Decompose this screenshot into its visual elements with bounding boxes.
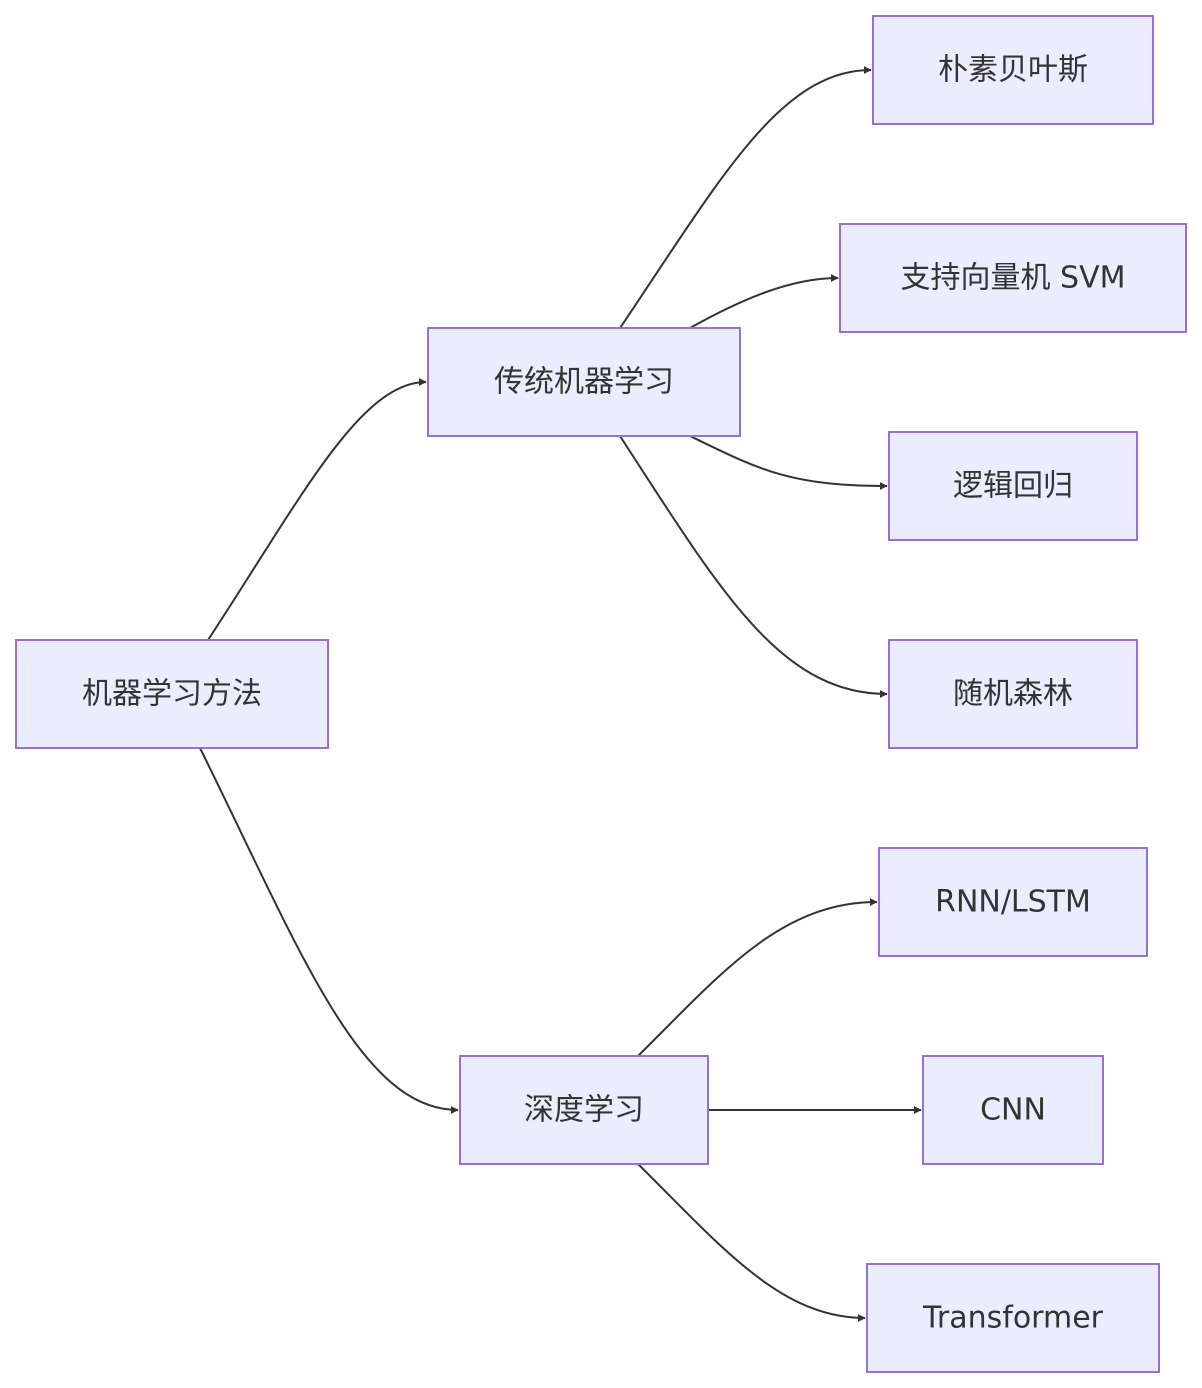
node-tf[interactable]: Transformer [866, 1263, 1160, 1373]
edge-deep-to-rnn [637, 898, 878, 1057]
node-box [888, 431, 1138, 541]
node-label: 随机森林 [953, 677, 1073, 712]
node-trad[interactable]: 传统机器学习 [427, 327, 741, 437]
edge-trad-to-svm [689, 274, 839, 329]
node-deep[interactable]: 深度学习 [459, 1055, 709, 1165]
node-label: CNN [980, 1093, 1046, 1128]
node-nb[interactable]: 朴素贝叶斯 [872, 15, 1154, 125]
edge-deep-to-tf [637, 1163, 866, 1322]
edge-trad-to-rf [619, 435, 888, 698]
node-box [839, 223, 1187, 333]
node-svm[interactable]: 支持向量机 SVM [839, 223, 1187, 333]
node-box [888, 639, 1138, 749]
node-cnn[interactable]: CNN [922, 1055, 1104, 1165]
node-box [427, 327, 741, 437]
edge-trad-to-nb [619, 66, 872, 329]
node-box [922, 1055, 1104, 1165]
node-lr[interactable]: 逻辑回归 [888, 431, 1138, 541]
node-box [878, 847, 1148, 957]
node-root[interactable]: 机器学习方法 [15, 639, 329, 749]
node-label: 传统机器学习 [494, 365, 674, 400]
edge-trad-to-lr [689, 435, 888, 490]
edge-root-to-trad [207, 378, 427, 641]
node-label: 深度学习 [524, 1093, 644, 1128]
node-rnn[interactable]: RNN/LSTM [878, 847, 1148, 957]
node-label: 支持向量机 SVM [901, 261, 1126, 296]
node-box [866, 1263, 1160, 1373]
node-box [15, 639, 329, 749]
node-label: 朴素贝叶斯 [938, 53, 1088, 88]
node-box [872, 15, 1154, 125]
node-label: 机器学习方法 [82, 677, 262, 712]
edges-layer [199, 66, 922, 1322]
edge-root-to-deep [199, 747, 459, 1114]
node-rf[interactable]: 随机森林 [888, 639, 1138, 749]
node-box [459, 1055, 709, 1165]
node-label: RNN/LSTM [935, 885, 1091, 920]
node-label: 逻辑回归 [953, 469, 1073, 504]
node-label: Transformer [922, 1301, 1104, 1336]
